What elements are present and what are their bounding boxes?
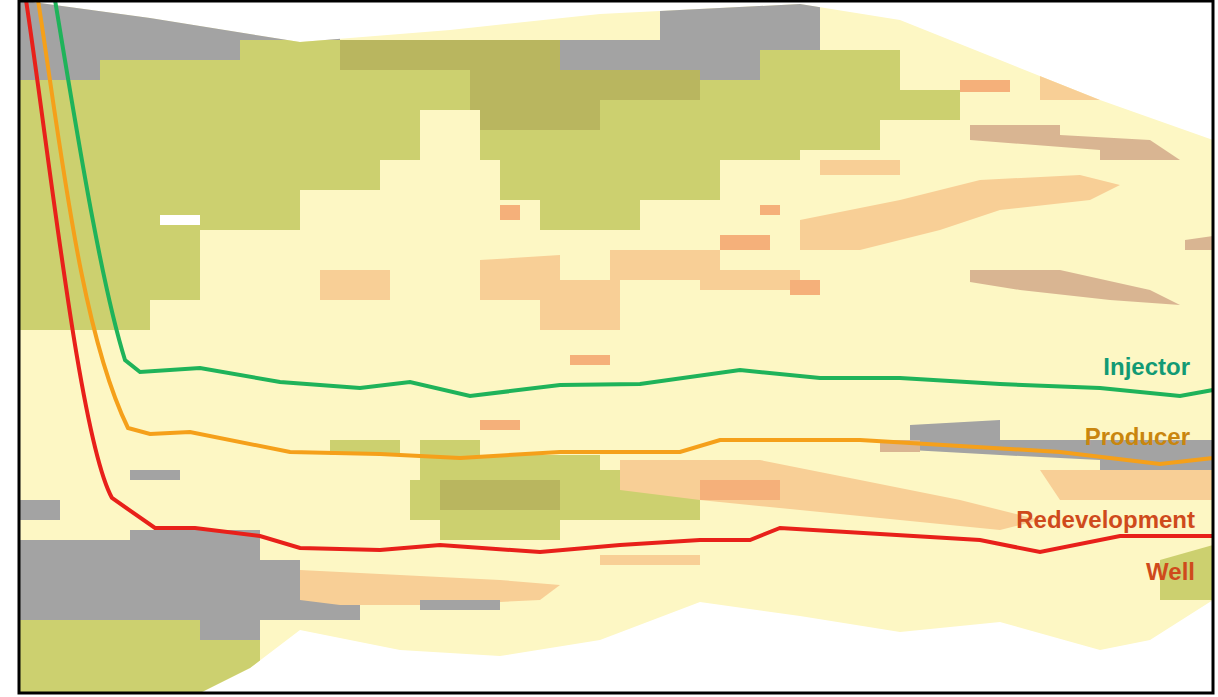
well-label: Injector	[990, 352, 1190, 382]
well-label: Producer	[990, 422, 1190, 452]
producer-well	[38, 0, 1213, 464]
injector-well	[55, 0, 1213, 396]
redevelopment-well	[26, 0, 1213, 552]
frame	[19, 1, 1213, 693]
well-label: Redevelopment Well	[980, 494, 1195, 598]
